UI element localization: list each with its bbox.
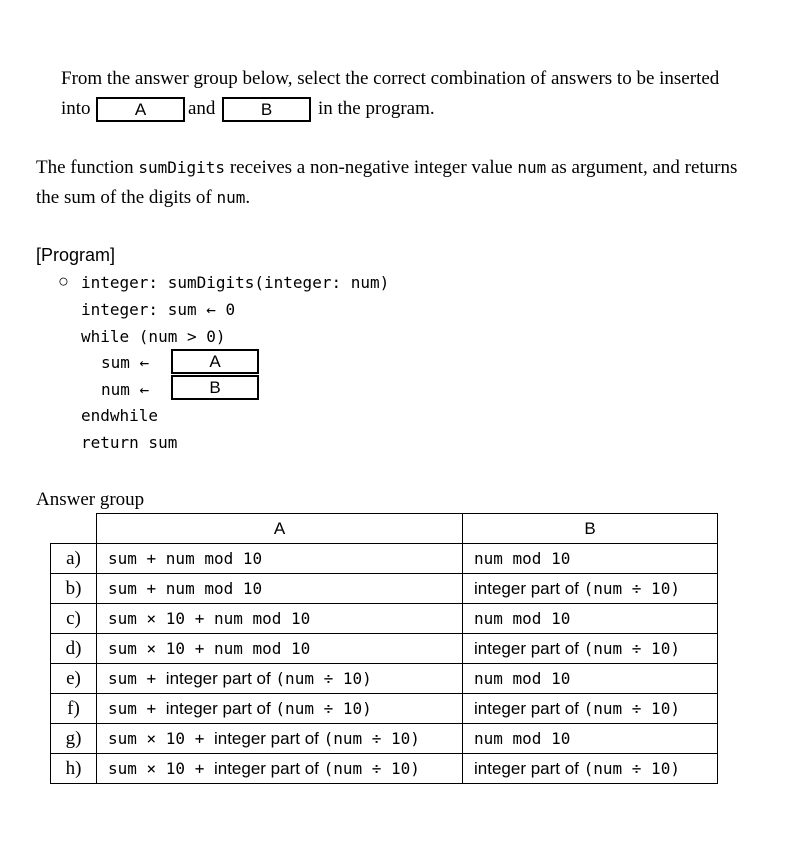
program-endwhile: endwhile bbox=[81, 406, 159, 425]
option-cell-b: num mod 10 bbox=[462, 543, 718, 574]
answer-table-header: A B bbox=[50, 513, 718, 544]
text-fragment: integer part of bbox=[165, 668, 276, 688]
program-blank-b: B bbox=[171, 375, 259, 400]
table-row: g)sum × 10 + integer part of (num ÷ 10)n… bbox=[50, 723, 718, 754]
description-line2: the sum of the digits of num. bbox=[36, 187, 250, 209]
option-cell-a: sum × 10 + integer part of (num ÷ 10) bbox=[96, 753, 463, 784]
option-cell-a: sum × 10 + num mod 10 bbox=[96, 603, 463, 634]
instruction-into: into bbox=[61, 98, 91, 119]
description-text: . bbox=[245, 187, 251, 208]
description-text: receives a non-negative integer value bbox=[225, 157, 518, 178]
instruction-blank-b: B bbox=[222, 97, 311, 122]
header-col-a: A bbox=[96, 513, 463, 544]
option-cell-a: sum × 10 + integer part of (num ÷ 10) bbox=[96, 723, 463, 754]
code-fragment: sum + bbox=[108, 698, 166, 718]
header-empty-cell bbox=[50, 513, 97, 544]
program-declaration: integer: sum ← 0 bbox=[81, 300, 236, 319]
instruction-blank-a: A bbox=[96, 97, 185, 122]
option-label: c) bbox=[50, 603, 97, 634]
option-cell-a: sum + num mod 10 bbox=[96, 543, 463, 574]
text-fragment: integer part of bbox=[474, 638, 584, 658]
text-fragment: integer part of bbox=[474, 698, 584, 718]
option-cell-b: integer part of (num ÷ 10) bbox=[462, 573, 718, 604]
description-line1: The function sumDigits receives a non-ne… bbox=[36, 157, 737, 179]
code-fragment: sum × 10 + bbox=[108, 728, 214, 748]
program-num-assign: num ← bbox=[101, 380, 150, 399]
table-row: a) sum + num mod 10 num mod 10 bbox=[50, 543, 718, 574]
option-cell-b: num mod 10 bbox=[462, 663, 718, 694]
option-label: b) bbox=[50, 573, 97, 604]
option-label: f) bbox=[50, 693, 97, 724]
code-fragment: (num ÷ 10) bbox=[275, 698, 372, 718]
program-heading: [Program] bbox=[36, 245, 116, 265]
text-fragment: integer part of bbox=[165, 698, 276, 718]
text-fragment: integer part of bbox=[474, 758, 584, 778]
code-fragment: num mod 10 bbox=[474, 608, 571, 628]
code-fragment: sum + num mod 10 bbox=[108, 548, 263, 568]
option-label: d) bbox=[50, 633, 97, 664]
code-fragment: num mod 10 bbox=[474, 728, 571, 748]
code-fragment: sum × 10 + num mod 10 bbox=[108, 638, 311, 658]
code-fragment: (num ÷ 10) bbox=[323, 758, 420, 778]
option-cell-a: sum + integer part of (num ÷ 10) bbox=[96, 663, 463, 694]
function-name: sumDigits bbox=[138, 158, 226, 177]
table-row: c) sum × 10 + num mod 10 num mod 10 bbox=[50, 603, 718, 634]
code-fragment: (num ÷ 10) bbox=[583, 578, 680, 598]
option-label: a) bbox=[50, 543, 97, 574]
program-blank-a: A bbox=[171, 349, 259, 374]
option-cell-a: sum × 10 + num mod 10 bbox=[96, 633, 463, 664]
option-label: h) bbox=[50, 753, 97, 784]
code-fragment: sum + bbox=[108, 668, 166, 688]
table-row: d) sum × 10 + num mod 10 integer part of (… bbox=[50, 633, 718, 664]
code-fragment: (num ÷ 10) bbox=[275, 668, 372, 688]
program-signature: integer: sumDigits(integer: num) bbox=[81, 273, 390, 292]
header-col-b: B bbox=[462, 513, 718, 544]
table-row: h)sum × 10 + integer part of (num ÷ 10)i… bbox=[50, 753, 718, 784]
code-fragment: (num ÷ 10) bbox=[583, 698, 680, 718]
code-fragment: num mod 10 bbox=[474, 668, 571, 688]
text-fragment: integer part of bbox=[213, 758, 324, 778]
answer-table: A B a) sum + num mod 10 num mod 10 b) sum + … bbox=[50, 513, 718, 784]
option-cell-b: integer part of (num ÷ 10) bbox=[462, 753, 718, 784]
argument-name: num bbox=[517, 158, 547, 177]
description-text: The function bbox=[36, 157, 139, 178]
option-cell-b: integer part of (num ÷ 10) bbox=[462, 633, 718, 664]
description-text: the sum of the digits of bbox=[36, 187, 217, 208]
description-text: as argument, and returns bbox=[546, 157, 738, 178]
program-return: return sum bbox=[81, 433, 178, 452]
instruction-line1: From the answer group below, select the … bbox=[61, 68, 720, 89]
argument-name: num bbox=[216, 188, 246, 207]
option-cell-a: sum + num mod 10 bbox=[96, 573, 463, 604]
program-while: while (num > 0) bbox=[81, 327, 226, 346]
code-fragment: (num ÷ 10) bbox=[583, 638, 680, 658]
code-fragment: sum × 10 + bbox=[108, 758, 214, 778]
table-row: e)sum + integer part of (num ÷ 10)num mo… bbox=[50, 663, 718, 694]
option-label: g) bbox=[50, 723, 97, 754]
option-label: e) bbox=[50, 663, 97, 694]
instruction-and: and bbox=[188, 98, 216, 119]
option-cell-b: integer part of (num ÷ 10) bbox=[462, 693, 718, 724]
code-fragment: sum + num mod 10 bbox=[108, 578, 263, 598]
option-cell-a: sum + integer part of (num ÷ 10) bbox=[96, 693, 463, 724]
answer-group-title: Answer group bbox=[36, 489, 145, 510]
program-sum-assign: sum ← bbox=[101, 353, 150, 372]
table-row: b) sum + num mod 10 integer part of (num ÷… bbox=[50, 573, 718, 604]
code-fragment: sum × 10 + num mod 10 bbox=[108, 608, 311, 628]
text-fragment: integer part of bbox=[213, 728, 324, 748]
option-cell-b: num mod 10 bbox=[462, 603, 718, 634]
function-marker-icon: ○ bbox=[58, 271, 69, 291]
option-cell-b: num mod 10 bbox=[462, 723, 718, 754]
instruction-tail: in the program. bbox=[318, 98, 435, 119]
code-fragment: (num ÷ 10) bbox=[323, 728, 420, 748]
code-fragment: num mod 10 bbox=[474, 548, 571, 568]
table-row: f)sum + integer part of (num ÷ 10)intege… bbox=[50, 693, 718, 724]
code-fragment: (num ÷ 10) bbox=[583, 758, 680, 778]
text-fragment: integer part of bbox=[474, 578, 584, 598]
